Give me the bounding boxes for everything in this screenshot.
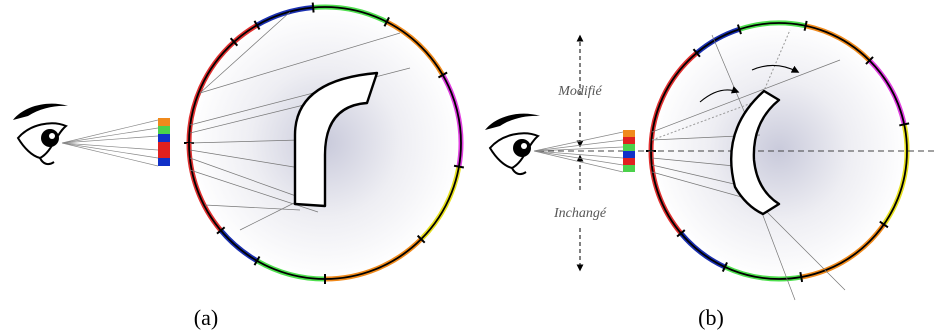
- eye-icon: [13, 103, 68, 166]
- strip-cell: [158, 158, 170, 166]
- strip-cell: [158, 118, 170, 126]
- rotation-arrows: [699, 64, 800, 103]
- panel-a-caption: (a): [194, 305, 218, 330]
- sight-rays: [533, 131, 624, 173]
- sphere-outline: [188, 6, 462, 280]
- modified-label: Modifié: [557, 84, 602, 99]
- panel-b: Modifié Inchangé: [485, 20, 935, 330]
- strip-cell: [158, 126, 170, 134]
- strip-cell: [623, 165, 635, 172]
- strip-cell: [623, 151, 635, 158]
- panel-b-caption: (b): [698, 305, 724, 330]
- curved-object: [730, 89, 781, 216]
- curved-object: [293, 71, 379, 208]
- strip-cell: [623, 137, 635, 144]
- strip-cell: [158, 142, 170, 150]
- strip-cell: [158, 134, 170, 142]
- unchanged-label: Inchangé: [553, 206, 607, 221]
- strip-cell: [158, 150, 170, 158]
- panel-a: (a): [13, 2, 465, 330]
- eye-icon: [485, 113, 540, 176]
- color-strip: [158, 118, 170, 166]
- sight-rays: [61, 119, 159, 167]
- strip-cell: [623, 158, 635, 165]
- strip-cell: [623, 130, 635, 137]
- modified-rays: [651, 29, 791, 141]
- color-strip: [623, 130, 635, 172]
- strip-cell: [623, 144, 635, 151]
